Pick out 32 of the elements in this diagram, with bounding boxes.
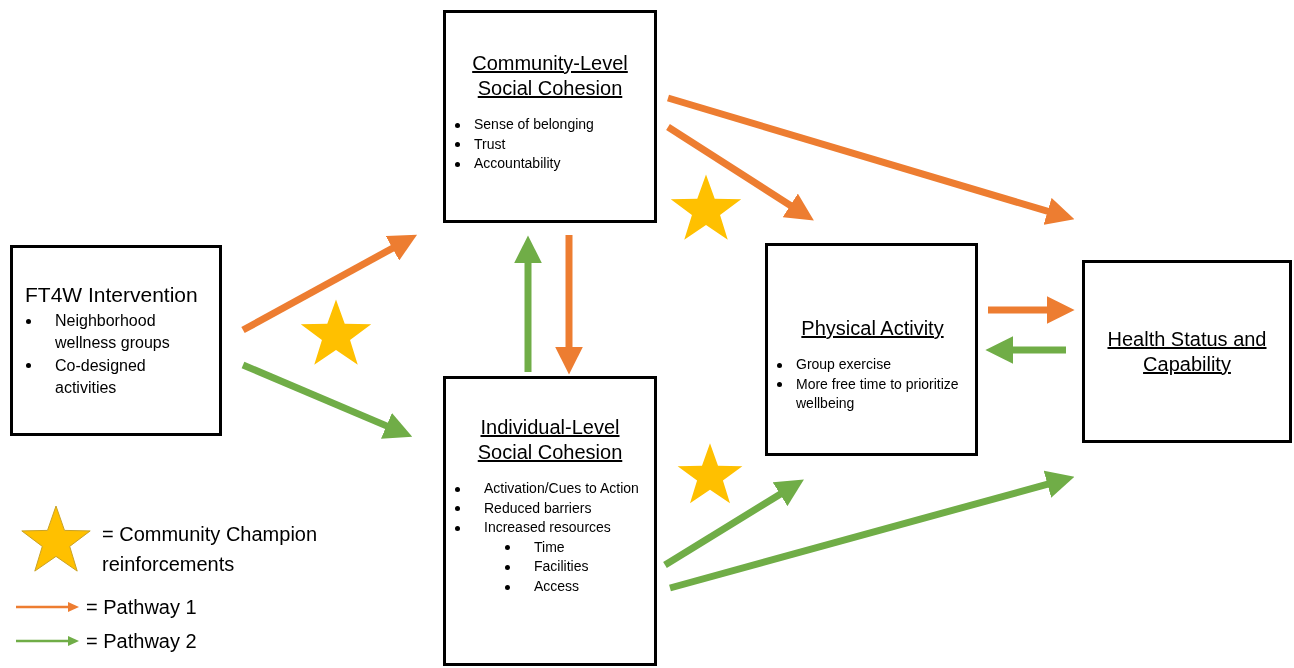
- bullet-item: Accountability: [474, 154, 561, 174]
- arrow: [241, 234, 418, 334]
- legend-label: = Pathway 1: [86, 595, 198, 620]
- bullet-item: Co-designed activities: [55, 355, 147, 398]
- box-heading: Health Status and Capability: [1106, 326, 1268, 377]
- bullet-item: Reduced barriers: [484, 498, 592, 518]
- box-heading: FT4W Intervention: [25, 281, 198, 308]
- arrow: [666, 124, 814, 221]
- bullet-item: Sense of belonging: [474, 115, 594, 134]
- bullet-item: Access: [534, 576, 580, 596]
- process-box: [10, 245, 222, 436]
- bullet-item: Neighborhood wellness groups: [55, 310, 171, 354]
- box-heading: Physical Activity: [801, 316, 944, 341]
- process-box: [1082, 260, 1292, 443]
- legend-label: = Pathway 2: [86, 629, 198, 654]
- process-box: [443, 10, 657, 223]
- bullet-item: Activation/Cues to Action: [484, 479, 639, 498]
- box-heading: Individual-Level Social Cohesion: [476, 415, 624, 465]
- bullet-item: Time: [534, 537, 565, 557]
- legend-label: = Community Champion reinforcements: [102, 522, 319, 577]
- process-box: [765, 243, 978, 456]
- bullet-item: Facilities: [534, 557, 589, 577]
- arrow: [669, 470, 1075, 592]
- bullet-item: Group exercise: [796, 355, 891, 374]
- bullet-item: Trust: [474, 134, 506, 154]
- arrow: [241, 361, 413, 439]
- arrow: [663, 479, 804, 568]
- arrow: [667, 94, 1075, 225]
- process-box: [443, 376, 657, 666]
- bullet-item: Increased resources: [484, 518, 611, 538]
- bullet-item: More free time to prioritize wellbeing: [796, 374, 960, 414]
- box-heading: Community-Level Social Cohesion: [471, 51, 629, 101]
